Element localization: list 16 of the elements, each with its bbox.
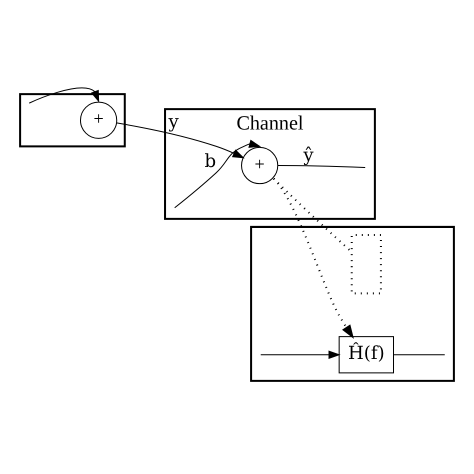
connector: [273, 177, 352, 252]
cluster: [19, 92, 126, 147]
node-circle: +: [241, 146, 278, 184]
cluster: [250, 225, 455, 382]
connector: [394, 354, 445, 355]
node-circle: +: [80, 101, 118, 138]
arrow: [272, 177, 354, 338]
edge-label: b: [204, 150, 216, 172]
connector: [278, 164, 366, 168]
edge-label: ŷ: [303, 144, 314, 166]
arrow: [29, 87, 100, 104]
node-box: [350, 233, 382, 294]
edge-label: y: [168, 111, 179, 132]
arrow: [260, 350, 341, 358]
node-box: Ĥ(f): [338, 336, 394, 373]
arrow: [174, 139, 262, 208]
